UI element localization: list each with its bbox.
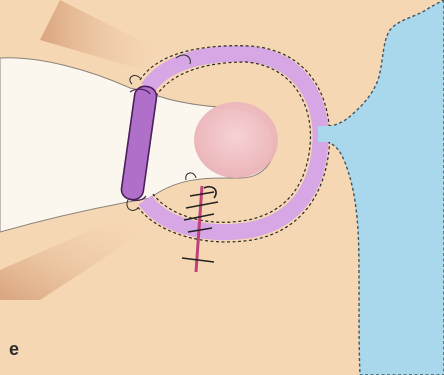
ring-connector xyxy=(318,126,344,142)
panel-label: e xyxy=(9,340,19,358)
central-node xyxy=(194,102,278,178)
